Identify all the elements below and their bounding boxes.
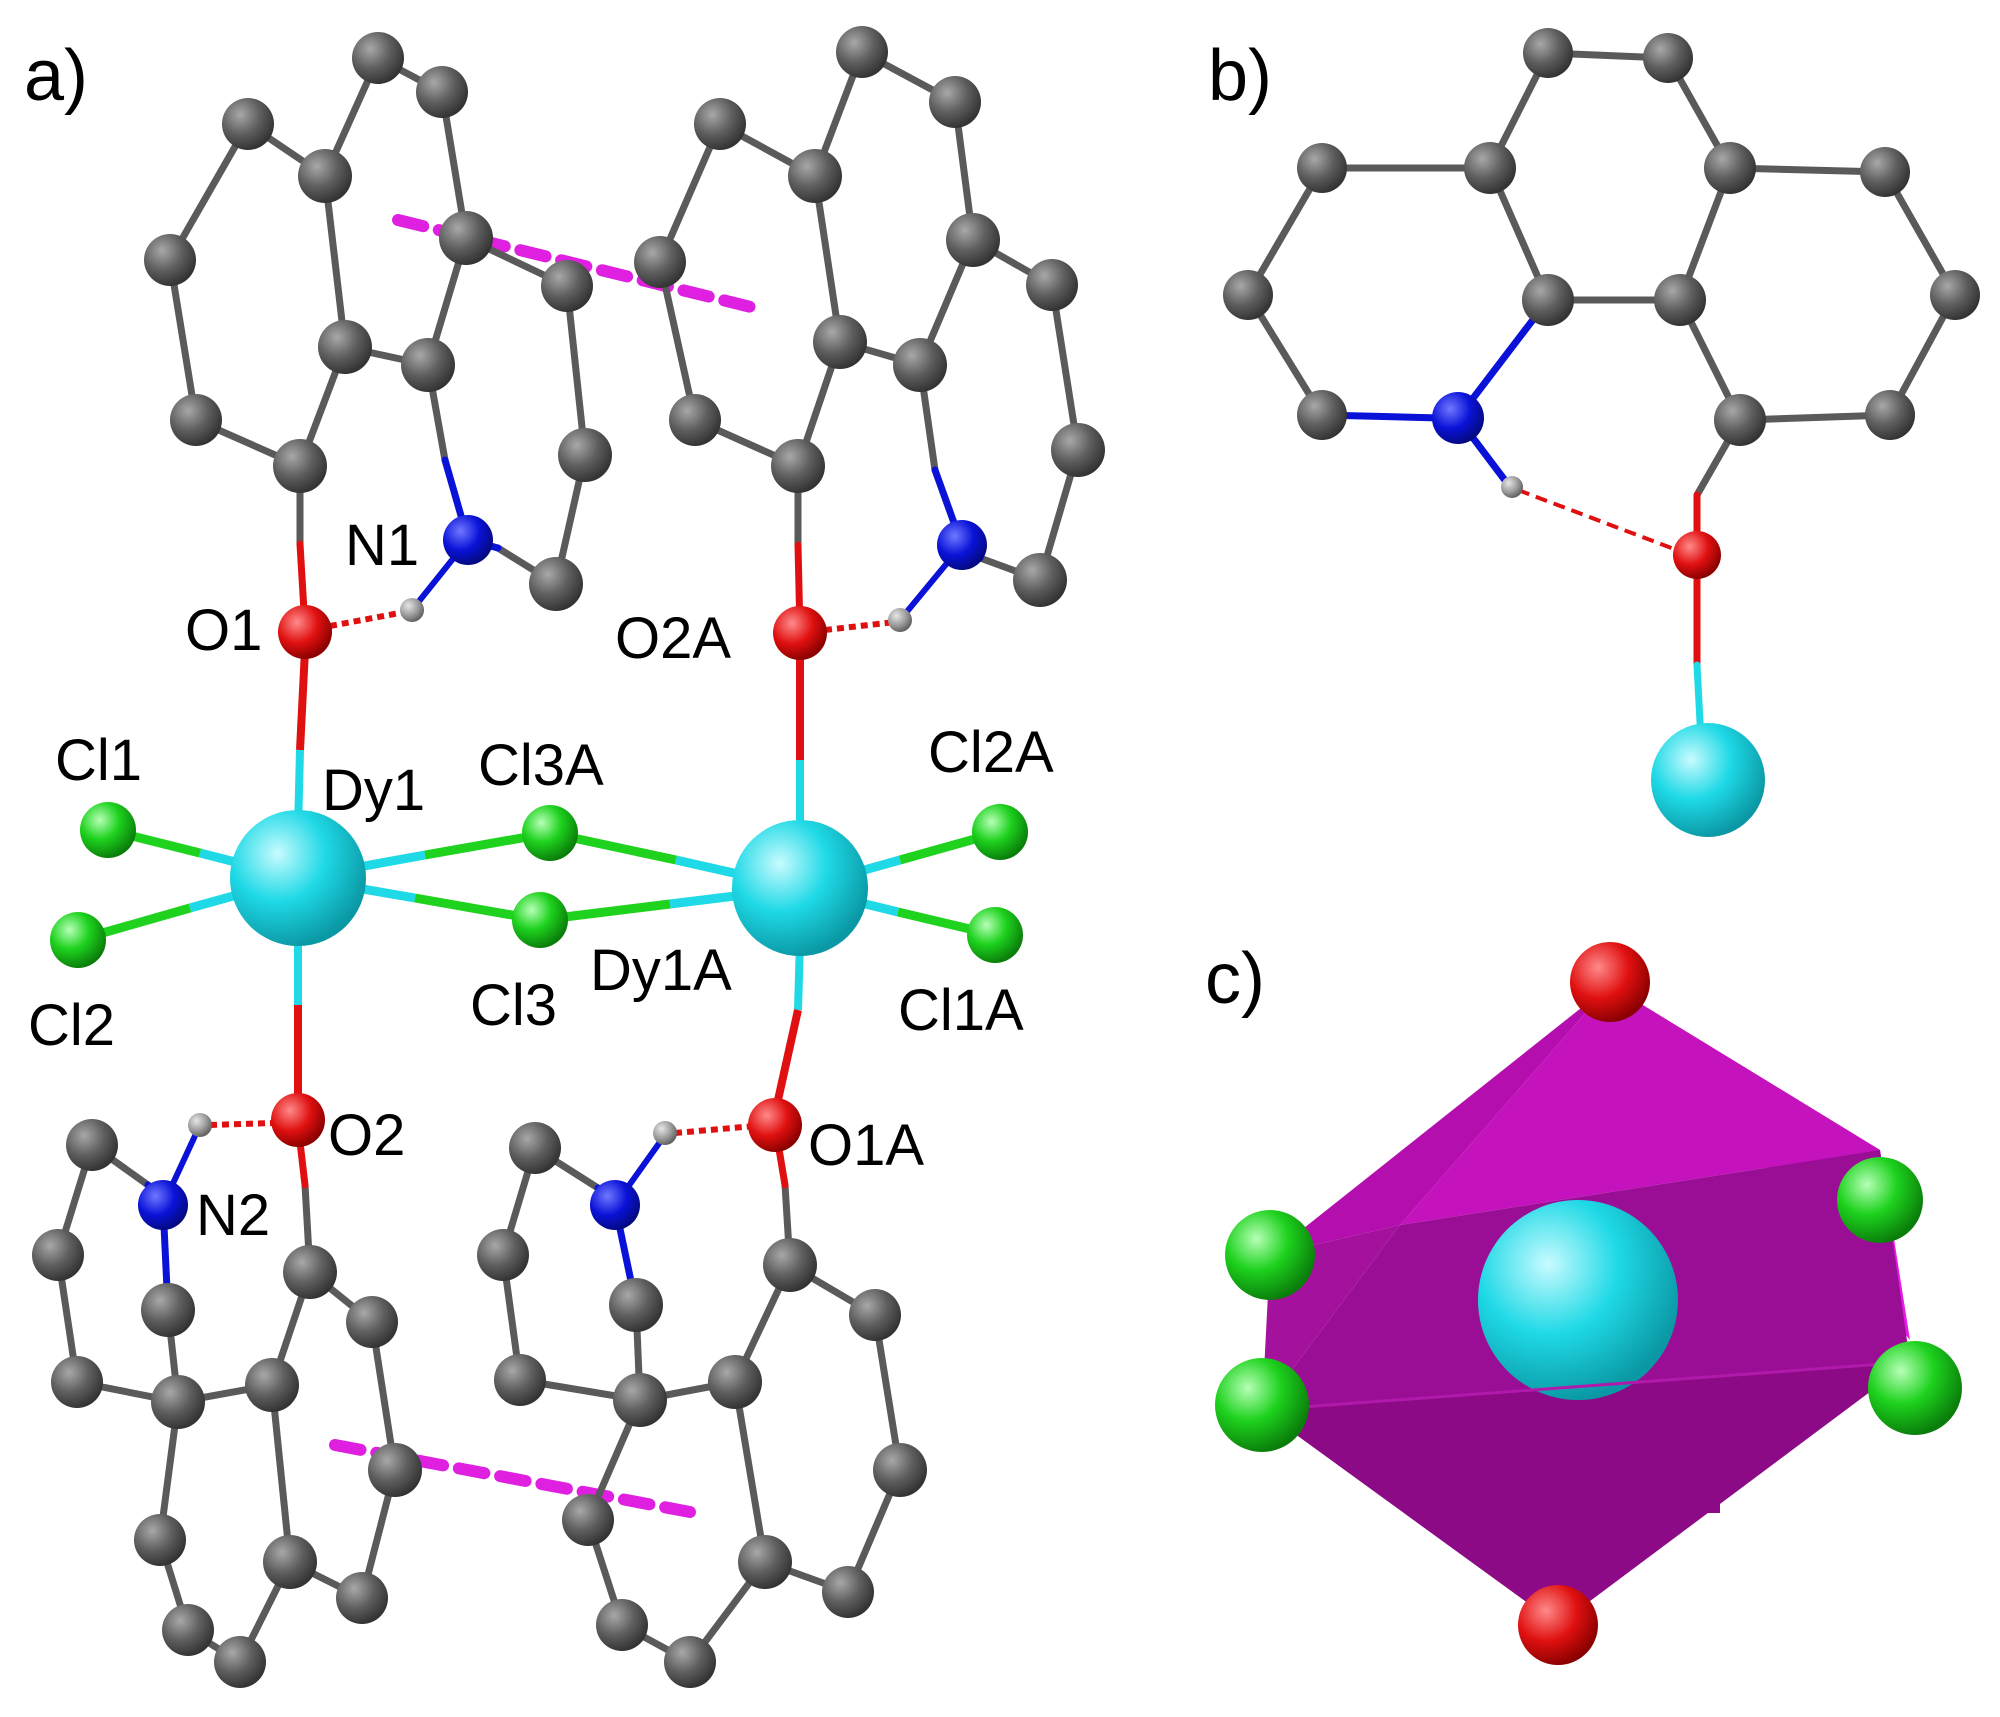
label-Dy1A: Dy1A [590,938,732,1003]
panel-c-coordination-polyhedron [1215,942,1962,1665]
polyhedron-front-edge-mask [1440,1403,1720,1513]
polyhedron-top-front-face [1400,985,1880,1225]
label-Cl1A: Cl1A [898,978,1024,1043]
label-O2: O2 [328,1103,405,1168]
hydrogen-bonds [209,609,896,1136]
panel-label-b: b) [1208,36,1272,116]
polyhedron-chlorine-atom [1837,1157,1923,1243]
panel-b-hydrogen-bond [1517,488,1683,554]
panel-b-hydrogen-atom [1501,476,1523,498]
label-Cl2A: Cl2A [928,720,1054,785]
panel-label-a: a) [24,36,88,116]
oxygen-atoms [271,605,827,1152]
label-Cl1: Cl1 [55,728,142,793]
label-O1: O1 [185,598,262,663]
label-Cl3: Cl3 [470,973,557,1038]
chlorine-atoms [50,802,1028,968]
polyhedron-chlorine-atom [1215,1358,1309,1452]
panel-b-carbon-atoms [1223,28,1980,446]
label-N2: N2 [196,1183,270,1248]
label-Cl2: Cl2 [28,993,115,1058]
polyhedron-dysprosium-atom [1478,1200,1678,1400]
polyhedron-chlorine-atom [1225,1210,1315,1300]
label-O1A: O1A [808,1113,924,1178]
panel-b-ligand-detail [1223,28,1980,837]
hydrogen-atoms [188,598,912,1145]
atom-labels: N1 O1 O2A Cl1 Dy1 Cl3A Cl2A Cl2 Cl3 Dy1A… [28,513,1054,1248]
nitrogen-atoms [138,515,987,1230]
polyhedron-oxygen-atom [1518,1585,1598,1665]
panel-a-dimer-structure: N1 O1 O2A Cl1 Dy1 Cl3A Cl2A Cl2 Cl3 Dy1A… [28,26,1105,1688]
panel-b-hetero-bonds [1318,296,1744,764]
dysprosium-atoms [230,810,868,956]
carbon-atoms [32,26,1105,1688]
polyhedron-edge [1261,1360,1911,1412]
panel-b-dysprosium-atom [1651,723,1765,837]
polyhedron-chlorine-atom [1868,1341,1962,1435]
polyhedron-top-left-face [1270,985,1610,1255]
label-O2A: O2A [615,606,731,671]
panel-b-nitrogen-atom [1432,392,1484,444]
panel-b-oxygen-atom [1673,531,1721,579]
label-Dy1: Dy1 [322,758,425,823]
panel-label-c: c) [1205,939,1265,1019]
label-Cl3A: Cl3A [478,733,604,798]
polyhedron-oxygen-atom [1570,942,1650,1022]
panel-b-carbon-bonds [1244,49,1959,424]
label-N1: N1 [345,513,419,578]
